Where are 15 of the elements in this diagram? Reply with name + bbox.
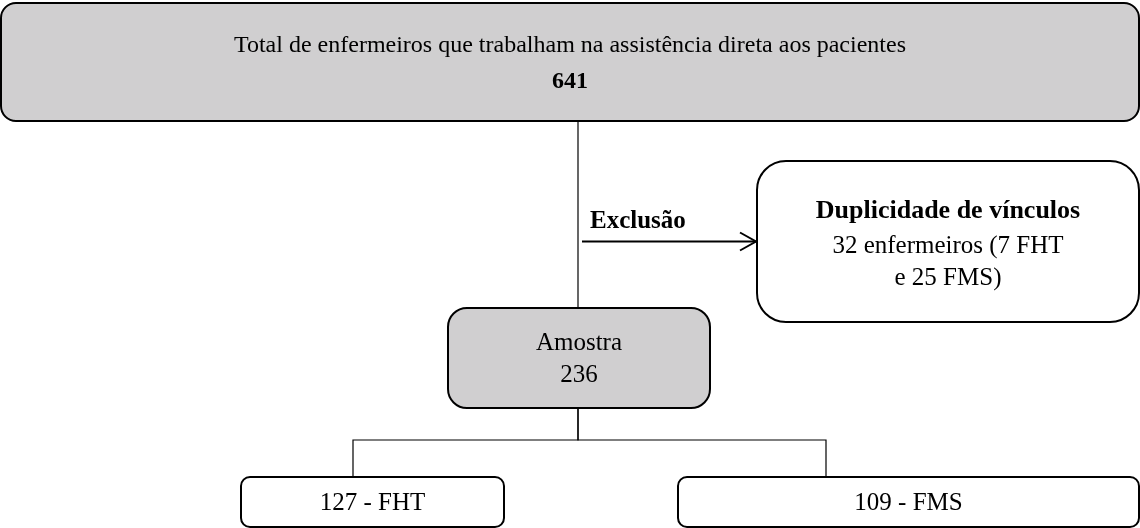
connector-line bbox=[577, 408, 827, 477]
total-box bbox=[0, 2, 1140, 122]
box-text: 127 - FHT bbox=[319, 487, 426, 517]
group-box bbox=[240, 476, 505, 528]
sample-box bbox=[447, 307, 711, 409]
connector-line bbox=[577, 121, 579, 308]
box-heading: Total de enfermeiros que trabalham na assistência direta aos pacientes bbox=[233, 30, 906, 59]
box-heading: Duplicidade de vínculos bbox=[815, 193, 1081, 226]
box-text: Amostra 236 bbox=[534, 326, 624, 389]
box-text: 109 - FMS bbox=[854, 487, 963, 517]
exclusion-box bbox=[756, 160, 1140, 323]
box-text: 641 bbox=[552, 66, 588, 95]
arrow bbox=[581, 231, 757, 252]
box-text: 32 enfermeiros (7 FHT e 25 FMS) bbox=[831, 229, 1065, 293]
group-box bbox=[677, 476, 1140, 528]
